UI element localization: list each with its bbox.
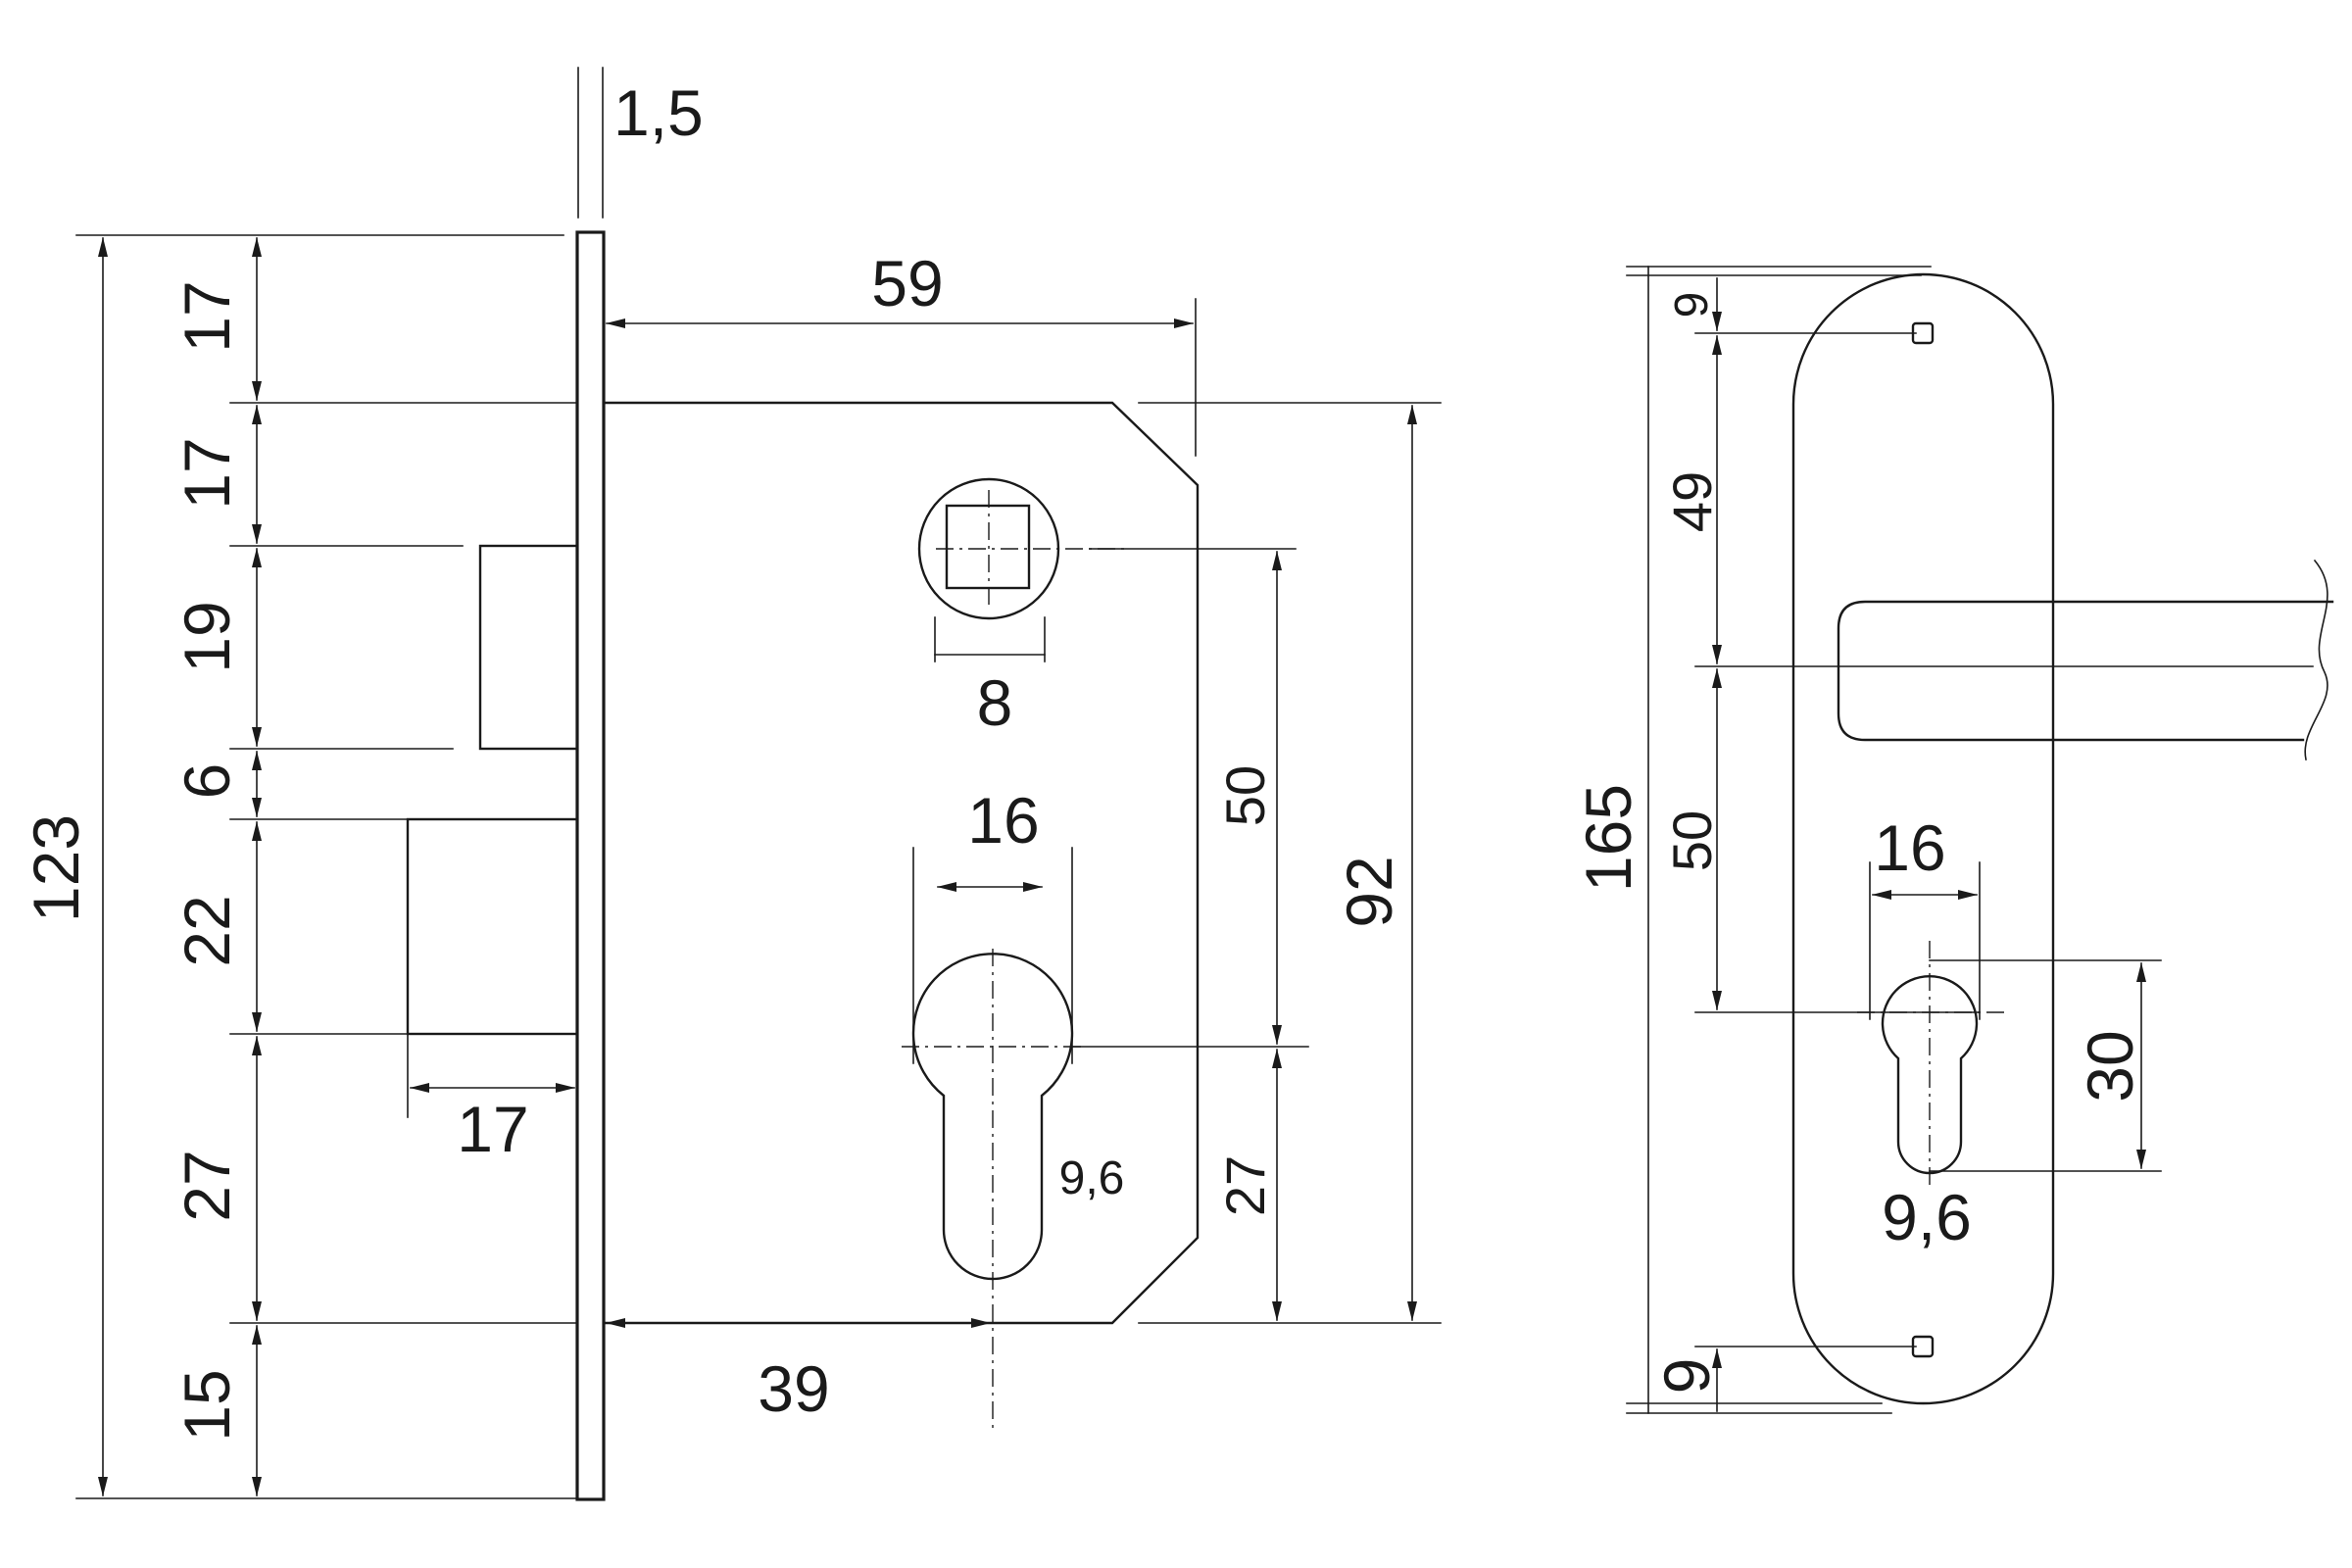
dim-spindle-square: 8 [977,666,1013,739]
dim-backset-body: 59 [871,247,943,319]
latch-bolt [406,817,579,1036]
dim-stack-2: 17 [171,437,243,509]
spindle-square [945,504,1031,590]
dim-backset: 39 [758,1352,829,1425]
lock-case-outline [602,401,1200,1325]
plate-dim-screw-to-handle: 49 [1661,471,1723,532]
lock-body [406,230,1200,1501]
dim-stack-3: 19 [171,601,243,672]
cylinder-cutout [911,953,1074,1281]
dim-cylinder-bit: 9,6 [1059,1152,1125,1204]
dim-cylinder-to-bottom: 27 [1214,1155,1276,1216]
dim-faceplate-thickness: 1,5 [613,76,704,149]
deadbolt [478,544,579,751]
dim-cylinder-width: 16 [967,784,1039,857]
dim-stack-1: 17 [171,280,243,352]
faceplate [575,230,606,1501]
extension-lines-left [75,67,1442,1499]
plate-cylinder-cutout [1881,975,1979,1175]
lever-break [2304,559,2328,760]
plate-dim-cylinder-bit: 9,6 [1882,1181,1972,1253]
plate-dim-cylinder-length: 30 [2074,1030,2146,1102]
dim-stack-5: 22 [171,895,243,966]
dim-total-height: 123 [20,814,92,922]
dim-body-height: 92 [1333,856,1405,927]
dimension-labels-left: 1,5 123 17 17 19 6 22 27 15 17 59 39 92 … [20,76,1405,1442]
plate-dim-handle-to-cylinder: 50 [1661,810,1723,871]
plate-dim-total-height: 165 [1572,784,1644,892]
dimension-lines-left [98,237,1417,1496]
dimension-lines-right [1712,277,2146,1412]
dim-stack-6: 27 [171,1150,243,1221]
lever-handle [1837,600,2334,742]
dim-latch-projection: 17 [457,1093,528,1165]
dim-spindle-to-cylinder: 50 [1214,765,1276,826]
plate-dim-bottom-offset: 9 [1650,1358,1723,1395]
dimension-labels-right: 165 9 49 50 9 16 30 9,6 [1572,292,2146,1395]
backplate [1791,272,2055,1405]
dim-stack-7: 15 [171,1369,243,1441]
plate-dim-cylinder-width: 16 [1874,811,1945,884]
dim-stack-4: 6 [171,763,243,800]
plate-dim-top-offset: 9 [1666,292,1718,318]
extension-lines-right [1626,266,2314,1414]
